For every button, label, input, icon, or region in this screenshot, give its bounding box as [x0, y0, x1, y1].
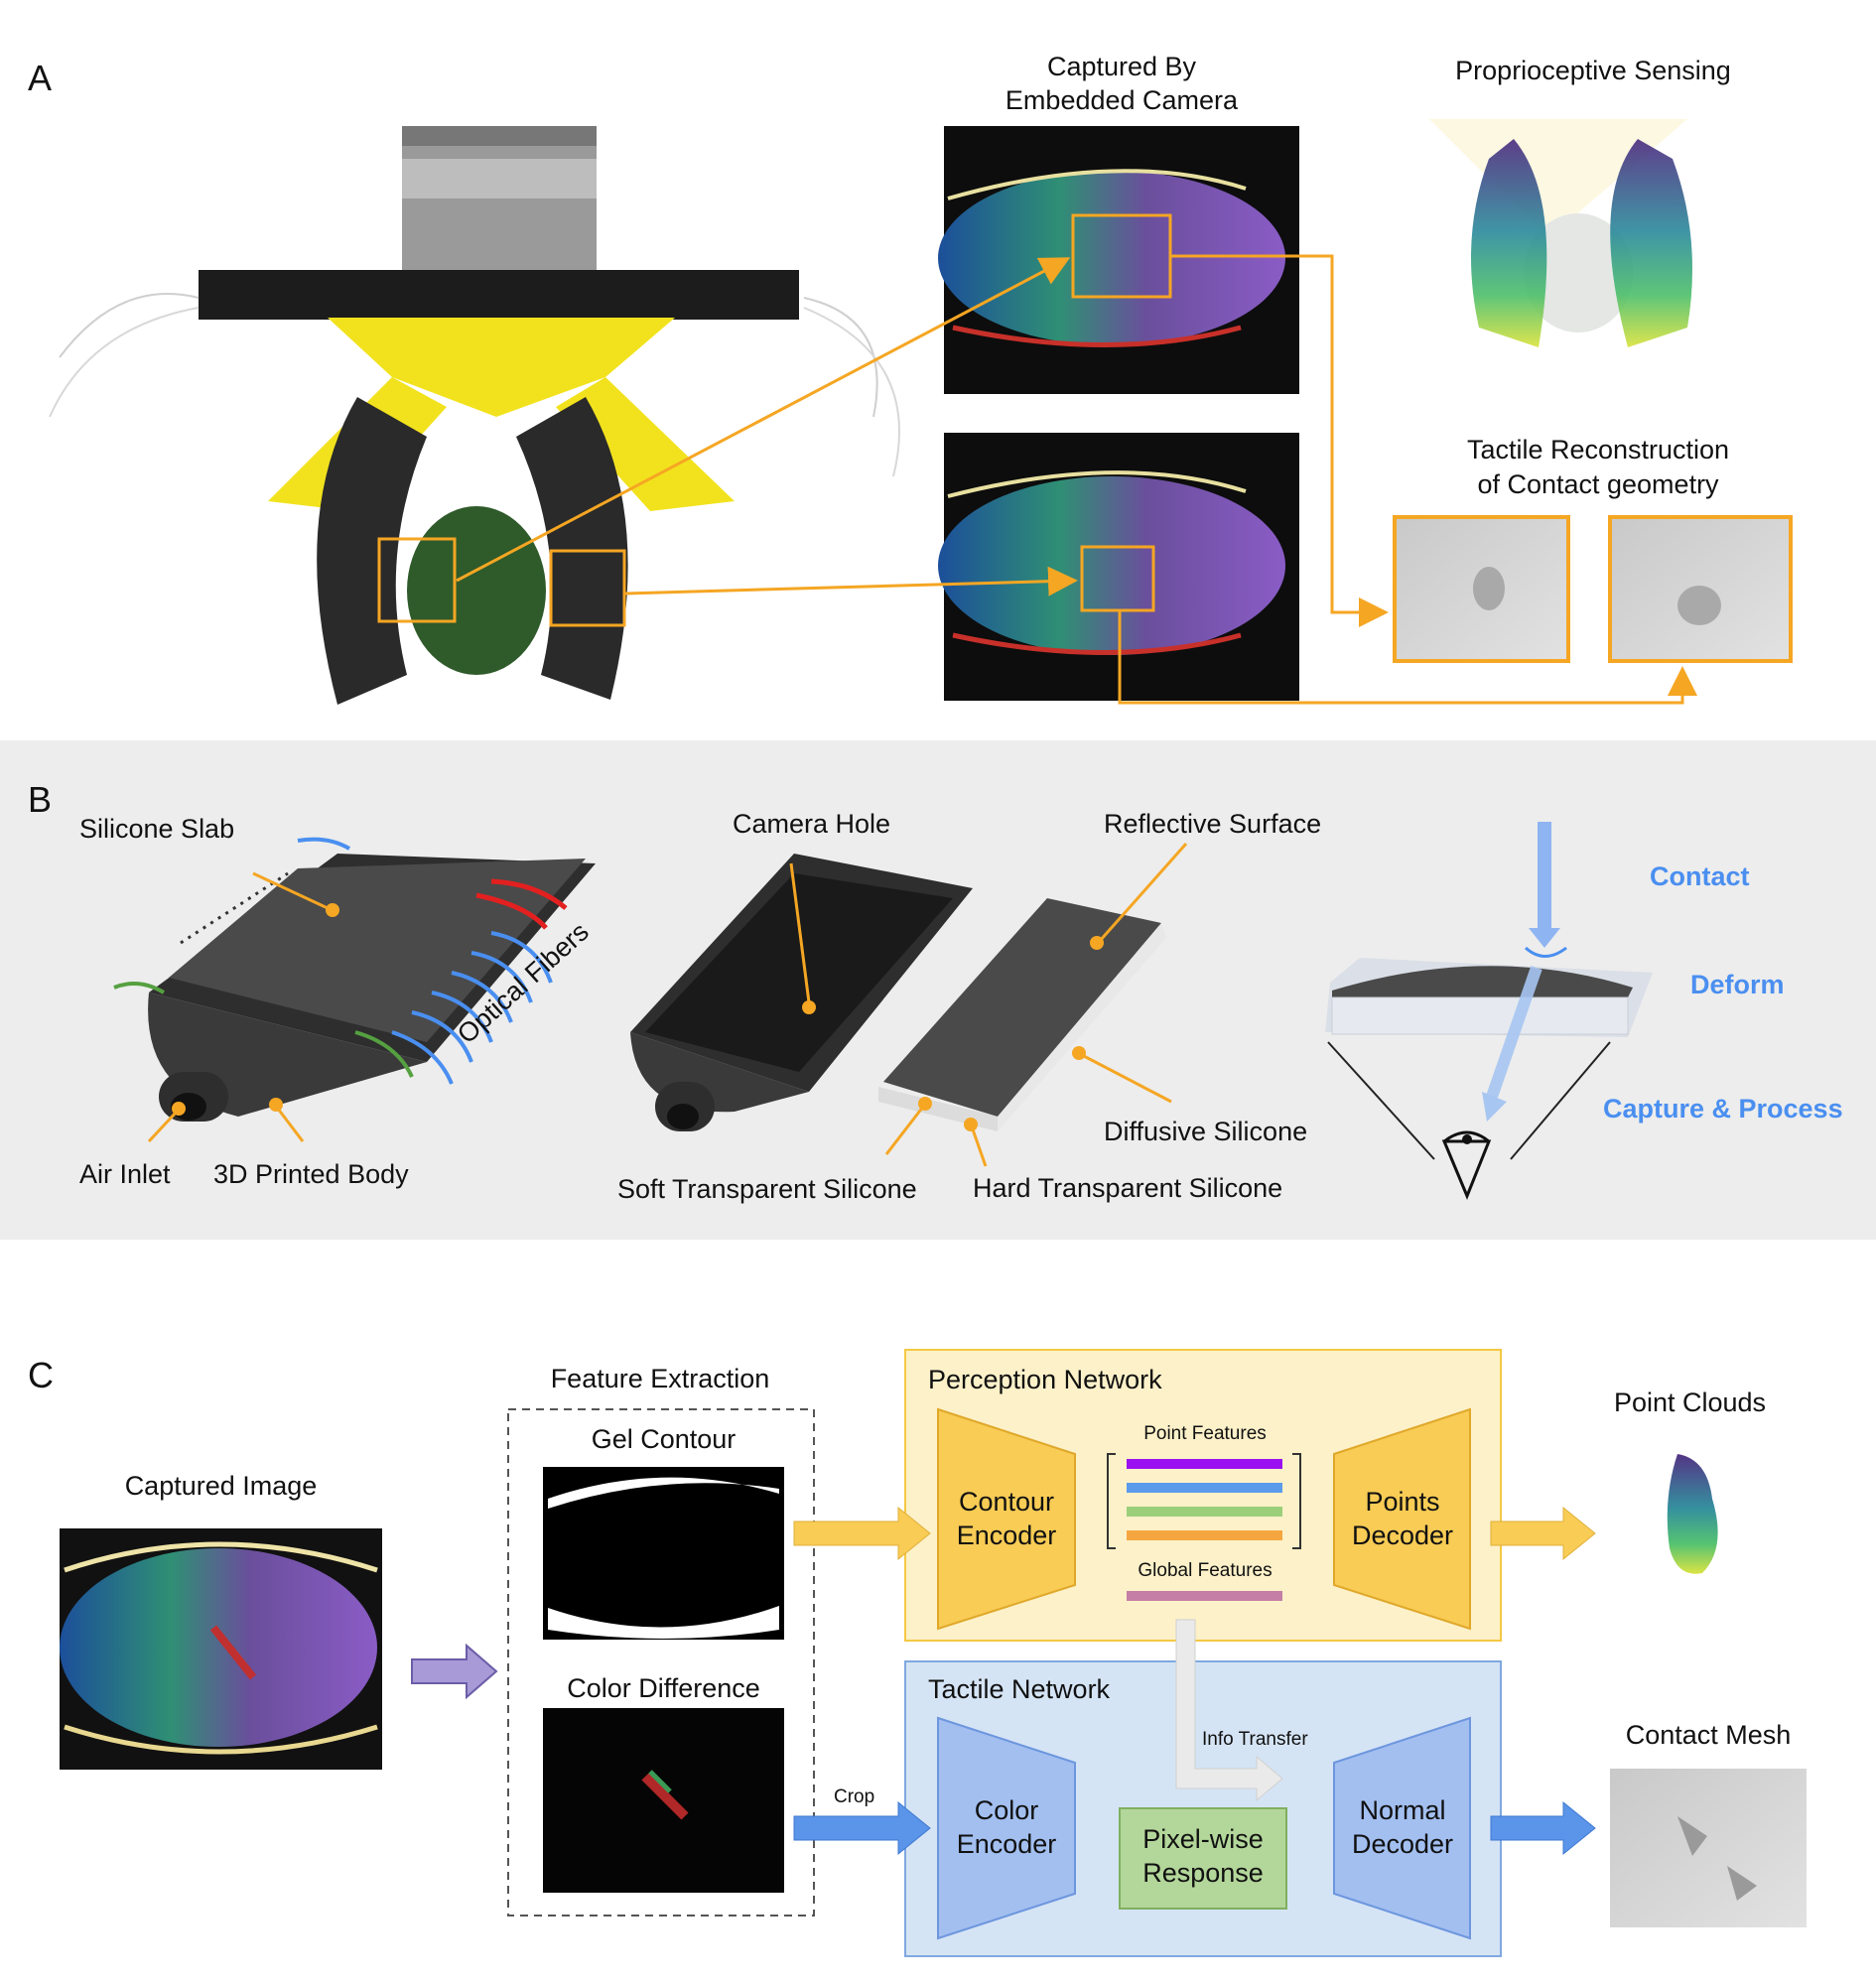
- point-feature-bar-4: [1127, 1530, 1282, 1540]
- label-tactile-network: Tactile Network: [928, 1674, 1111, 1704]
- tactile-title-line-1: Tactile Reconstruction: [1466, 435, 1730, 464]
- zoom-box-left: [377, 537, 457, 623]
- module-assembled: [148, 854, 596, 1122]
- label-feature-extraction: Feature Extraction: [550, 1364, 770, 1393]
- camera-image-top: [938, 126, 1299, 394]
- label-reflective-surface: Reflective Surface: [1104, 809, 1322, 839]
- label-contact-mesh: Contact Mesh: [1625, 1720, 1792, 1750]
- label-contact: Contact: [1650, 861, 1750, 891]
- label-pixel-wise-line-1: Pixel-wise: [1142, 1824, 1264, 1854]
- point-feature-bar-1: [1127, 1459, 1282, 1469]
- label-point-features: Point Features: [1143, 1423, 1267, 1444]
- camera-title-line-1: Captured By: [1046, 52, 1197, 81]
- blue-arrow-out: [1490, 1800, 1596, 1856]
- label-info-transfer: Info Transfer: [1202, 1729, 1308, 1750]
- label-perception-network: Perception Network: [928, 1365, 1162, 1394]
- label-soft-transparent-silicone: Soft Transparent Silicone: [617, 1174, 917, 1204]
- blue-arrow-in: [793, 1800, 931, 1856]
- panel-b-letter: B: [28, 779, 53, 820]
- label-normal-decoder-line-2: Decoder: [1351, 1829, 1454, 1859]
- label-crop: Crop: [834, 1786, 875, 1807]
- label-points-decoder-line-2: Decoder: [1351, 1520, 1454, 1550]
- camera-title-line-2: Embedded Camera: [1005, 85, 1239, 115]
- point-cloud-output: [1667, 1454, 1718, 1574]
- label-air-inlet: Air Inlet: [79, 1159, 171, 1189]
- panel-a-letter: A: [28, 58, 53, 98]
- global-feature-bar: [1127, 1591, 1282, 1601]
- normal-decoder-shape: [1333, 1716, 1471, 1940]
- label-gel-contour: Gel Contour: [591, 1424, 737, 1454]
- sensing-principle: [1325, 958, 1653, 1200]
- contact-mesh-output: [1610, 1769, 1807, 1927]
- label-pixel-wise-line-2: Response: [1142, 1858, 1264, 1888]
- label-hard-transparent-silicone: Hard Transparent Silicone: [973, 1173, 1283, 1203]
- yellow-arrow-in: [793, 1506, 931, 1561]
- proprio-title: Proprioceptive Sensing: [1455, 56, 1731, 85]
- label-global-features: Global Features: [1138, 1560, 1273, 1581]
- label-contour-encoder-line-2: Encoder: [956, 1520, 1057, 1550]
- label-contour-encoder-line-1: Contour: [958, 1487, 1055, 1517]
- gripper-photo: [49, 126, 900, 705]
- zoom-box-right: [549, 549, 626, 627]
- label-color-difference: Color Difference: [567, 1673, 760, 1703]
- purple-arrow: [411, 1643, 498, 1700]
- contour-encoder-shape: [937, 1407, 1076, 1631]
- label-diffusive-silicone: Diffusive Silicone: [1104, 1117, 1308, 1146]
- tactile-title-line-2: of Contact geometry: [1477, 469, 1719, 499]
- label-3d-printed-body: 3D Printed Body: [213, 1159, 409, 1189]
- info-transfer-arrow: [1175, 1619, 1283, 1802]
- label-color-encoder-line-1: Color: [974, 1795, 1039, 1825]
- feature-extraction-box: [507, 1408, 815, 1917]
- label-silicone-slab: Silicone Slab: [79, 814, 235, 844]
- points-decoder-shape: [1333, 1407, 1471, 1631]
- label-color-encoder-line-2: Encoder: [956, 1829, 1057, 1859]
- camera-image-bottom: [938, 433, 1299, 701]
- label-camera-hole: Camera Hole: [733, 809, 891, 839]
- color-encoder-shape: [937, 1716, 1076, 1940]
- point-feature-bar-2: [1127, 1483, 1282, 1493]
- pixel-wise-response-box: [1119, 1807, 1287, 1910]
- label-point-clouds: Point Clouds: [1613, 1388, 1767, 1417]
- label-normal-decoder-line-1: Normal: [1359, 1795, 1446, 1825]
- point-feature-bar-3: [1127, 1507, 1282, 1517]
- label-deform: Deform: [1690, 970, 1785, 999]
- yellow-arrow-out: [1490, 1506, 1596, 1561]
- label-points-decoder-line-1: Points: [1365, 1487, 1440, 1517]
- label-capture-process: Capture & Process: [1603, 1094, 1843, 1124]
- label-captured-image: Captured Image: [124, 1471, 318, 1501]
- proprio-cloud: [1429, 119, 1692, 347]
- camera-roi-bottom: [1080, 545, 1155, 612]
- panel-c-letter: C: [28, 1355, 54, 1395]
